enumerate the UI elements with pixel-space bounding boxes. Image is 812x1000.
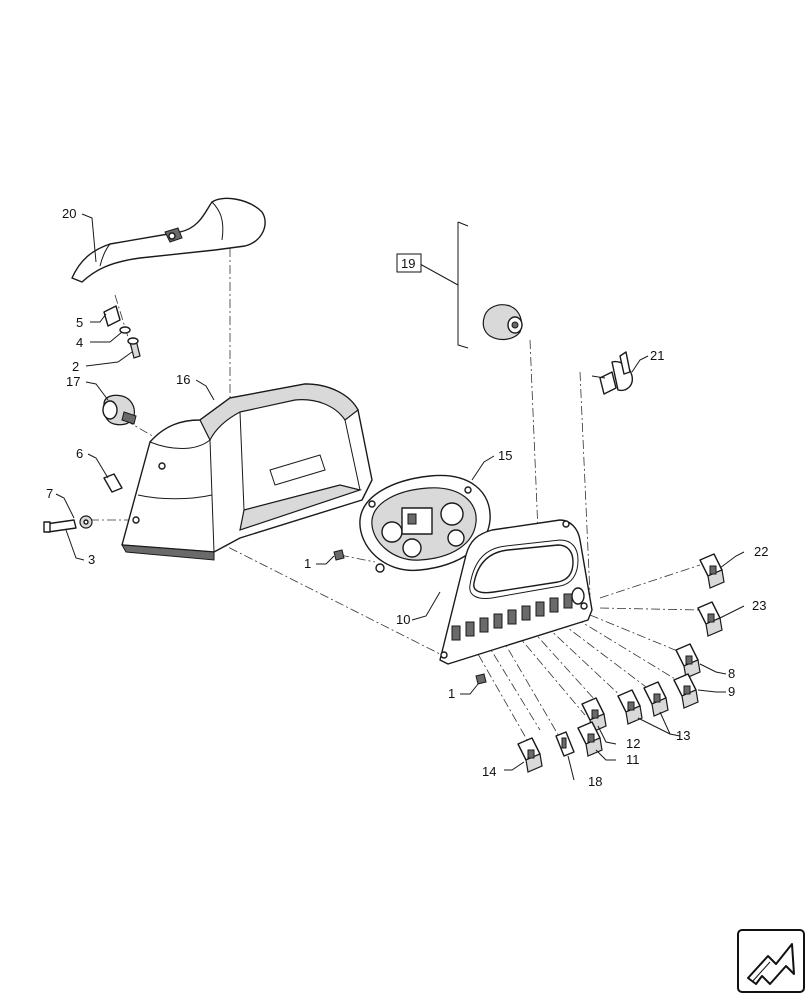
console-housing-part-16 bbox=[121, 383, 373, 561]
callout-1-upper: 1 bbox=[304, 556, 311, 571]
callout-12: 12 bbox=[626, 736, 640, 751]
callout-7: 7 bbox=[46, 486, 53, 501]
bolt-parts-7-3 bbox=[43, 515, 93, 533]
callout-20: 20 bbox=[62, 206, 76, 221]
callout-21: 21 bbox=[650, 348, 664, 363]
centerlines bbox=[90, 248, 701, 746]
ignition-group-part-19 bbox=[419, 221, 523, 349]
screws-part-1 bbox=[333, 549, 487, 685]
callout-18: 18 bbox=[588, 774, 602, 789]
callout-11: 11 bbox=[626, 752, 640, 767]
switch-part-13 bbox=[617, 681, 669, 725]
dash-panel-part-10 bbox=[439, 519, 593, 665]
switch-part-23 bbox=[697, 601, 723, 637]
navigation-arrow-icon[interactable] bbox=[737, 929, 805, 993]
callout-14: 14 bbox=[482, 764, 496, 779]
switch-part-8 bbox=[675, 643, 701, 679]
clip-part-6 bbox=[103, 473, 123, 493]
callout-1-lower: 1 bbox=[448, 686, 455, 701]
switch-part-14 bbox=[517, 737, 543, 773]
callout-8: 8 bbox=[728, 666, 735, 681]
callout-10: 10 bbox=[396, 612, 410, 627]
leader-lines bbox=[55, 213, 745, 781]
switch-part-18 bbox=[555, 731, 575, 757]
switch-part-9 bbox=[673, 673, 699, 709]
keys-part-21 bbox=[591, 351, 633, 395]
callout-13: 13 bbox=[676, 728, 690, 743]
callout-19-box bbox=[396, 253, 422, 273]
callout-16: 16 bbox=[176, 372, 190, 387]
switch-part-11 bbox=[577, 721, 603, 757]
callout-3: 3 bbox=[88, 552, 95, 567]
callout-23: 23 bbox=[752, 598, 766, 613]
callout-2: 2 bbox=[72, 359, 79, 374]
callout-19: 19 bbox=[401, 256, 415, 271]
callout-9: 9 bbox=[728, 684, 735, 699]
switch-slots bbox=[451, 593, 573, 641]
callout-15: 15 bbox=[498, 448, 512, 463]
rubber-mount-part-17 bbox=[102, 394, 137, 426]
callout-labels: 20 5 4 2 17 16 6 7 3 1 10 1 15 19 21 22 … bbox=[46, 206, 768, 789]
callout-4: 4 bbox=[76, 335, 83, 350]
callout-22: 22 bbox=[754, 544, 768, 559]
callout-5: 5 bbox=[76, 315, 83, 330]
hardware-parts-5-4-2 bbox=[103, 305, 141, 359]
callout-6: 6 bbox=[76, 446, 83, 461]
callout-17: 17 bbox=[66, 374, 80, 389]
switch-part-22 bbox=[699, 553, 725, 589]
handle-bar-part-20 bbox=[71, 197, 266, 283]
instrument-cluster-part-15 bbox=[359, 474, 491, 573]
